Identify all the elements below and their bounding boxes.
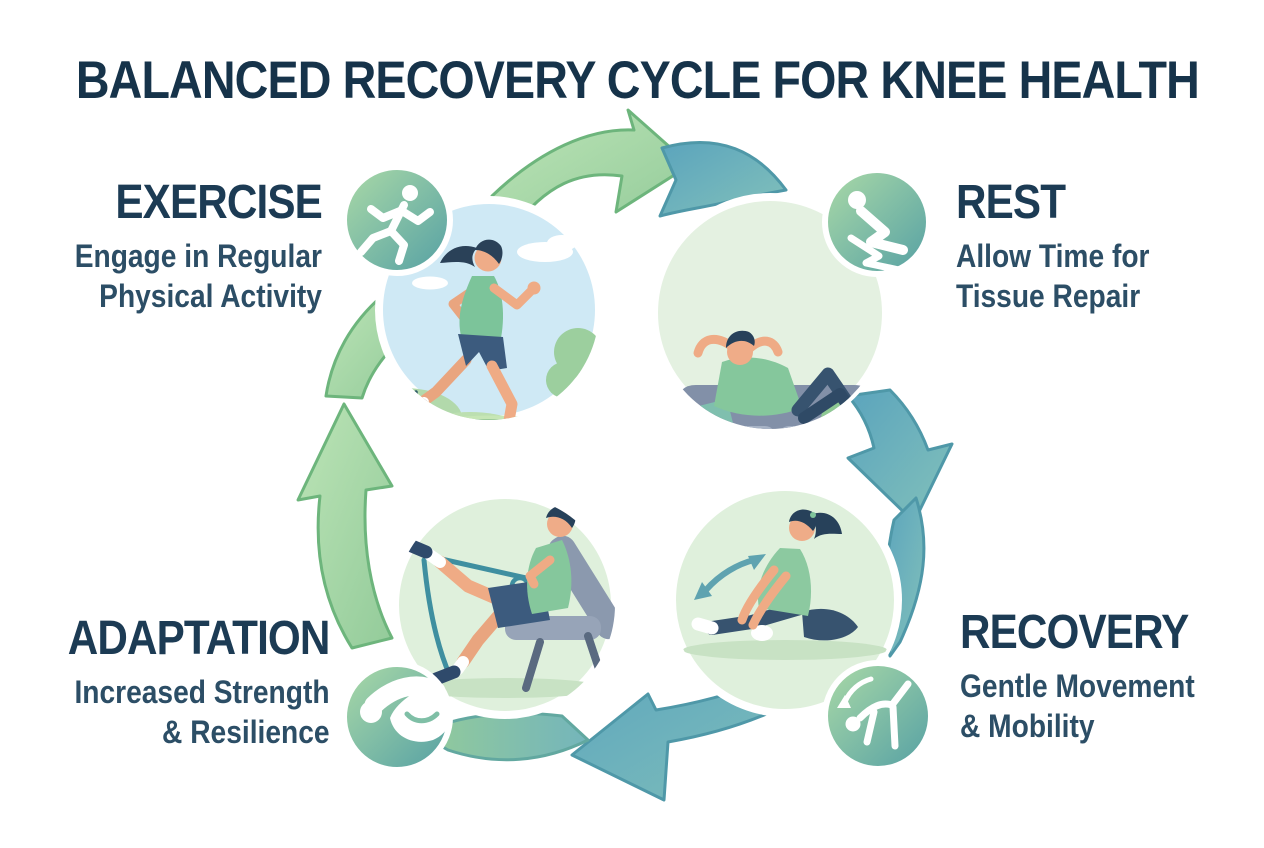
runner-icon [341, 164, 453, 276]
couch-rest-illustration [650, 193, 890, 433]
stage-adaptation-label: ADAPTATION [68, 612, 331, 665]
stage-rest-label: REST [956, 176, 1066, 229]
arrow-exercise-to-rest [490, 108, 788, 232]
page-title: BALANCED RECOVERY CYCLE FOR KNEE HEALTH [75, 51, 1200, 110]
stage-adaptation-description: Increased Strength & Resilience [74, 674, 330, 751]
seated-stretch-illustration [668, 483, 902, 717]
resistance-band-illustration [391, 491, 619, 719]
stage-exercise: EXERCISE Engage in Regular Physical Acti… [74, 176, 323, 316]
forward-bend-icon [822, 660, 934, 772]
stage-exercise-label: EXERCISE [115, 176, 322, 229]
stage-rest: REST Allow Time for Tissue Repair [956, 176, 1150, 316]
recliner-icon [822, 167, 932, 277]
stage-exercise-description: Engage in Regular Physical Activity [74, 238, 322, 315]
flexed-bicep-icon [341, 661, 453, 773]
stage-rest-description: Allow Time for Tissue Repair [956, 238, 1150, 315]
stage-adaptation: ADAPTATION Increased Strength & Resilien… [68, 612, 331, 752]
stage-recovery: RECOVERY Gentle Movement & Mobility [960, 606, 1195, 746]
stage-recovery-label: RECOVERY [960, 606, 1189, 659]
jogging-illustration [375, 196, 603, 424]
stage-recovery-description: Gentle Movement & Mobility [960, 668, 1195, 745]
